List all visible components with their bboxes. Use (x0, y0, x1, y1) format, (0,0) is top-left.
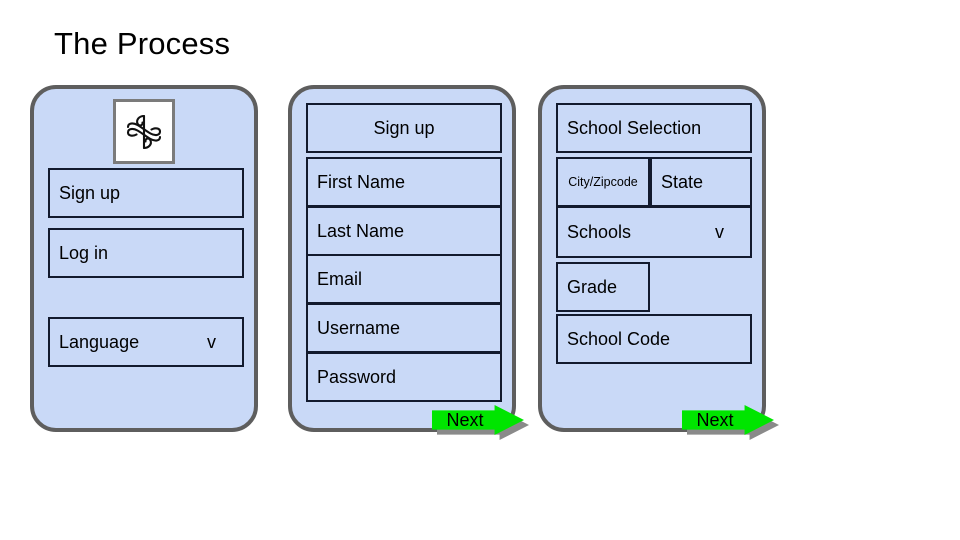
panel-1-language-label: Language (59, 332, 140, 352)
username-field[interactable]: Username (306, 303, 502, 353)
panel-2-header: Sign up (306, 103, 502, 153)
first-name-label: First Name (317, 172, 406, 192)
panel-3-header-label: School Selection (567, 118, 702, 138)
panel-3-next-button[interactable]: Next (682, 405, 779, 440)
state-field[interactable]: State (650, 157, 752, 207)
password-field[interactable]: Password (306, 352, 502, 402)
state-label: State (661, 172, 704, 192)
grade-field[interactable]: Grade (556, 262, 650, 312)
phone-panel-school-selection: School Selection City/Zipcode State Scho… (538, 85, 779, 440)
panel-3-next-label: Next (696, 410, 734, 430)
panel-1-login-button[interactable]: Log in (48, 228, 244, 278)
panel-3-content: School Selection City/Zipcode State Scho… (556, 89, 779, 440)
panel-2-content: Sign up First Name Last Name Email Usern… (306, 89, 529, 440)
panel-3-header: School Selection (556, 103, 752, 153)
panel-2-header-label: Sign up (373, 118, 435, 138)
panel-1-content: Sign up Log in Language v (48, 89, 244, 428)
username-label: Username (317, 318, 401, 338)
first-name-field[interactable]: First Name (306, 157, 502, 207)
chevron-down-icon: v (207, 332, 216, 352)
city-zipcode-label: City/Zipcode (568, 174, 638, 189)
panel-1-language-dropdown[interactable]: Language v (48, 317, 244, 367)
email-label: Email (317, 269, 363, 289)
email-field[interactable]: Email (306, 254, 502, 304)
grade-label: Grade (567, 277, 618, 297)
school-code-field[interactable]: School Code (556, 314, 752, 364)
last-name-label: Last Name (317, 221, 405, 241)
panel-1-signup-button[interactable]: Sign up (48, 168, 244, 218)
app-logo-tile (113, 99, 175, 164)
panel-1-login-label: Log in (59, 243, 109, 263)
school-code-label: School Code (567, 329, 671, 349)
panel-2-next-label: Next (446, 410, 484, 430)
last-name-field[interactable]: Last Name (306, 206, 502, 256)
page-title: The Process (54, 26, 231, 61)
schools-label: Schools (567, 222, 632, 242)
schools-dropdown[interactable]: Schools v (556, 206, 752, 258)
chevron-down-icon: v (715, 222, 724, 242)
phone-panel-welcome: Sign up Log in Language v (30, 85, 258, 432)
password-label: Password (317, 367, 397, 387)
panel-1-signup-label: Sign up (59, 183, 121, 203)
panel-2-next-button[interactable]: Next (432, 405, 529, 440)
flourish-ornament-icon (122, 110, 166, 154)
phone-panel-signup: Sign up First Name Last Name Email Usern… (288, 85, 529, 440)
city-zipcode-field[interactable]: City/Zipcode (556, 157, 650, 207)
